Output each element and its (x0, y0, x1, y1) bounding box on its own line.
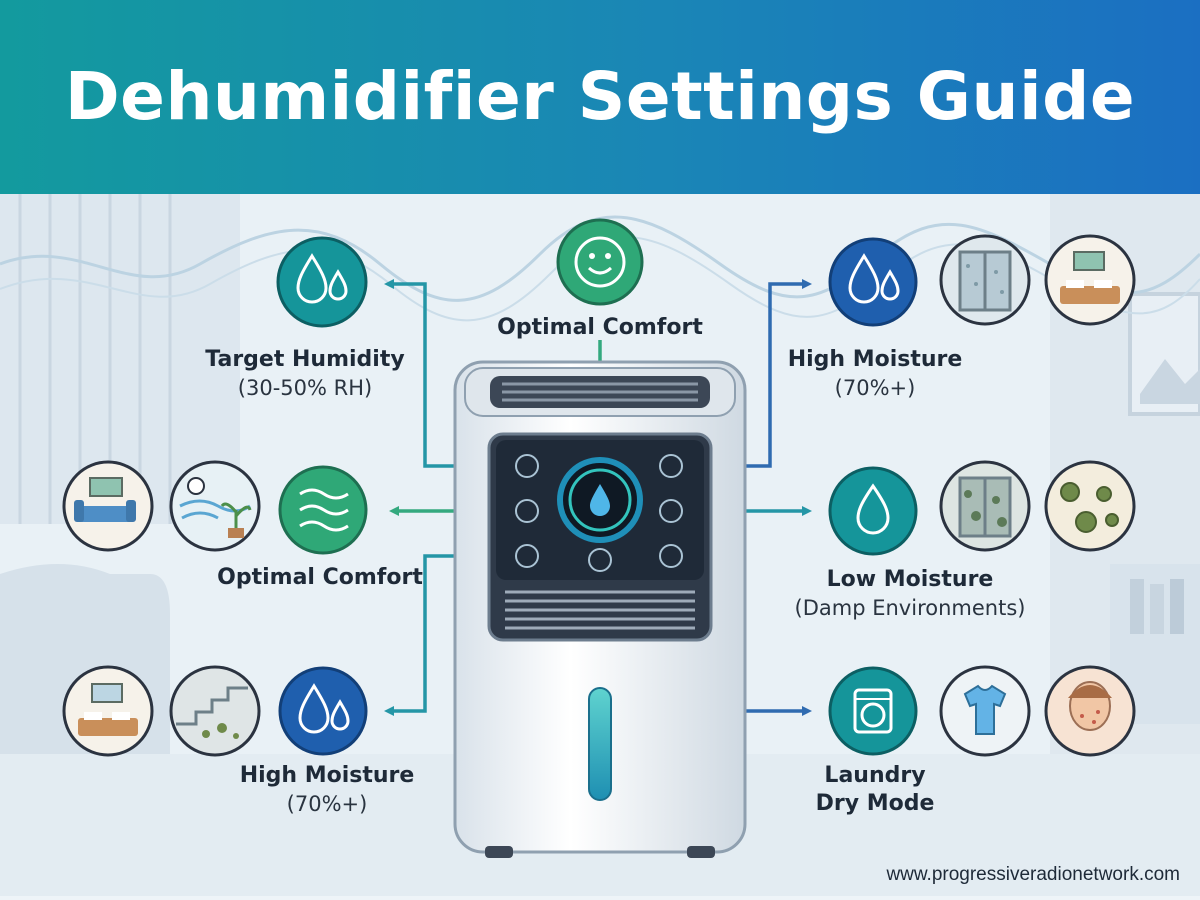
low-moisture-right-label: Low Moisture (Damp Environments) (794, 567, 1026, 620)
high-moisture-right-label: High Moisture (70%+) (787, 347, 963, 400)
foggy-window-picture-top (939, 234, 1031, 326)
airflow-plant-picture (169, 460, 261, 552)
bedroom-picture-top (1044, 234, 1136, 326)
header-banner: Dehumidifier Settings Guide (0, 0, 1200, 194)
left-comfort-label: Optimal Comfort (217, 565, 423, 590)
top-comfort-label: Optimal Comfort (497, 315, 703, 340)
low-right-drop-icon (828, 466, 918, 556)
dehumidifier-illustration (453, 360, 747, 858)
target-humidity-icon (276, 236, 368, 328)
high-right-drops-icon (828, 237, 918, 327)
laundry-washing-machine-icon (828, 666, 918, 756)
tshirt-picture (939, 665, 1031, 757)
high-moisture-left-label: High Moisture (70%+) (239, 763, 415, 816)
laundry-dry-mode-label: Laundry Dry Mode (815, 763, 935, 816)
diagram-scene: Target Humidity (30-50% RH) Optimal Comf… (0, 194, 1200, 896)
living-room-picture (62, 460, 154, 552)
bedroom-picture-bottom (62, 665, 154, 757)
diagram-canvas (0, 194, 1200, 896)
page-title: Dehumidifier Settings Guide (64, 58, 1136, 135)
moldy-window-picture (939, 460, 1031, 552)
skin-face-picture (1044, 665, 1136, 757)
damp-basement-picture (169, 665, 261, 757)
top-comfort-smiley-icon (556, 218, 644, 306)
footer-url: www.progressiveradionetwork.com (886, 864, 1180, 885)
left-comfort-airflow-icon (278, 465, 368, 555)
mold-spores-picture (1044, 460, 1136, 552)
target-humidity-label: Target Humidity (30-50% RH) (205, 347, 405, 400)
high-left-drops-icon (278, 666, 368, 756)
